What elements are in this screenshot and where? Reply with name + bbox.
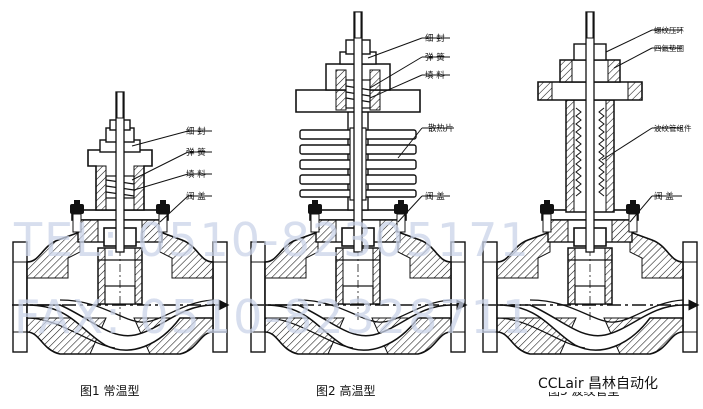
- caption-figure-1: 图1 常温型: [80, 384, 139, 398]
- watermark-fax: FAX: 0510-82328711: [14, 290, 533, 344]
- figure-1-normal-temperature: [12, 91, 228, 354]
- label-fig3-bonnet: 阀 盖: [654, 191, 674, 202]
- label-fig2-bonnet: 阀 盖: [425, 191, 445, 202]
- label-fig1-bonnet: 阀 盖: [186, 191, 206, 202]
- label-fig2-seal: 细 封: [425, 33, 445, 44]
- label-fig3-bellows-assembly: 波纹管组件: [654, 123, 692, 133]
- label-fig3-ptfe-washer: 四氟垫圈: [654, 43, 684, 53]
- label-fig1-spring: 弹 簧: [186, 147, 206, 158]
- label-fig2-fins: 散热片: [428, 123, 454, 134]
- label-fig1-seal: 细 封: [186, 126, 206, 137]
- label-fig1-packing: 填 料: [186, 169, 206, 180]
- brand-label: CCLair 昌林自动化: [538, 376, 658, 392]
- label-fig2-packing: 填 料: [425, 70, 445, 81]
- label-fig3-thread-ring: 螺纹压环: [654, 25, 684, 35]
- label-fig2-spring: 弹 簧: [425, 52, 445, 63]
- caption-figure-2: 图2 高温型: [316, 383, 375, 398]
- figure-2-high-temperature: [250, 11, 466, 354]
- watermark-tel: TEL: 0510-82305171: [13, 213, 531, 267]
- figure-3-bellows: [482, 11, 698, 354]
